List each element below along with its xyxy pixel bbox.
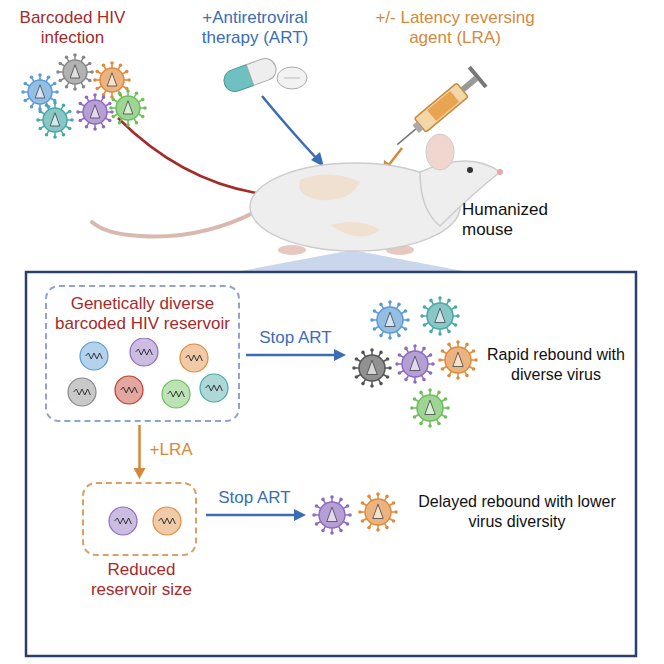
reservoir-cell — [109, 507, 137, 535]
reservoir-cell — [68, 378, 96, 406]
reservoir-cell — [153, 507, 181, 535]
panel-border — [26, 272, 636, 656]
lra-arrow — [134, 425, 146, 479]
stop-art-arrow — [246, 354, 336, 357]
treatment-label: +Antiretroviral therapy (ART) — [175, 8, 335, 48]
reservoir-cells — [54, 338, 231, 413]
reservoir-cell — [115, 376, 143, 404]
outcome-label: Delayed rebound with lower virus diversi… — [412, 492, 622, 532]
treatment-label: +/- Latency reversing agent (LRA) — [375, 8, 535, 48]
virus-icon — [438, 340, 478, 380]
art-arrow — [262, 96, 318, 160]
node-text: Genetically diverse barcoded HIV reservo… — [54, 294, 231, 334]
stop-art-arrow — [206, 514, 296, 517]
pills — [221, 55, 279, 94]
arrow-label: Stop ART — [207, 488, 302, 508]
virus-icon — [21, 73, 59, 111]
virus-icon — [410, 388, 450, 428]
reservoir-cells — [91, 495, 188, 547]
virus-icon — [370, 300, 410, 340]
infection-label: Barcoded HIV infection — [10, 8, 135, 48]
reduced-reservoir-box: Reduced reservoir size — [82, 482, 197, 556]
virus-icon — [420, 296, 460, 336]
node-text: Reduced reservoir size — [78, 560, 205, 600]
arrow-label: Stop ART — [248, 328, 343, 348]
virus-icon — [109, 89, 147, 127]
virus-icon — [352, 348, 392, 388]
lra-arrow — [388, 148, 402, 166]
mouse — [92, 134, 503, 255]
arrowhead — [294, 509, 306, 521]
virus-icon — [395, 344, 435, 384]
reservoir-cell — [80, 342, 108, 370]
zoom-triangle — [236, 250, 468, 272]
reservoir-box: Genetically diverse barcoded HIV reservo… — [45, 285, 240, 422]
virus-icon — [36, 101, 74, 139]
virus-icon — [56, 53, 94, 91]
virus-icon — [312, 495, 352, 535]
reservoir-cell — [200, 374, 228, 402]
outcome-label: Rapid rebound with diverse virus — [485, 345, 627, 385]
virus-icon — [76, 93, 114, 131]
pill — [277, 67, 307, 89]
edge-label: +LRA — [150, 440, 193, 460]
reservoir-cell — [130, 338, 158, 366]
arrowhead — [334, 349, 346, 361]
reservoir-cell — [180, 344, 208, 372]
mouse-label: Humanized mouse — [462, 200, 572, 240]
virus-icon — [93, 61, 131, 99]
reservoir-cell — [162, 380, 190, 408]
infection-arrow — [118, 118, 282, 196]
virus-icon — [358, 492, 398, 532]
